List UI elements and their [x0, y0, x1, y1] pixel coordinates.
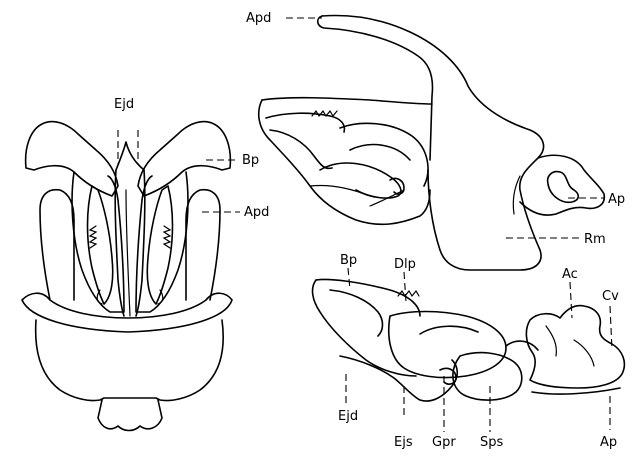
- label-dlp: Dlp: [394, 257, 416, 272]
- lateral-view-upper: [257, 14, 606, 271]
- label-ac: Ac: [562, 267, 578, 282]
- label-cv: Cv: [602, 289, 619, 304]
- label-ejd-lower: Ejd: [338, 409, 358, 424]
- label-ejs: Ejs: [394, 435, 413, 450]
- label-bp-lower: Bp: [340, 253, 357, 268]
- dorsal-view: [21, 120, 233, 432]
- label-ap-upper: Ap: [608, 192, 625, 207]
- label-ejd-top: Ejd: [114, 97, 134, 112]
- labels: Apd Ejd Bp Apd Ap Rm Bp Dlp Ac Cv Ejd Ej…: [114, 11, 625, 450]
- lateral-view-lower: [311, 278, 626, 402]
- label-rm: Rm: [584, 232, 606, 247]
- label-gpr: Gpr: [432, 435, 456, 450]
- label-sps: Sps: [480, 435, 504, 450]
- label-bp-left: Bp: [242, 153, 259, 168]
- label-apd-top: Apd: [246, 11, 271, 26]
- label-ap-lower: Ap: [600, 435, 617, 450]
- label-apd-left: Apd: [244, 205, 269, 220]
- leader-lines: [117, 17, 613, 432]
